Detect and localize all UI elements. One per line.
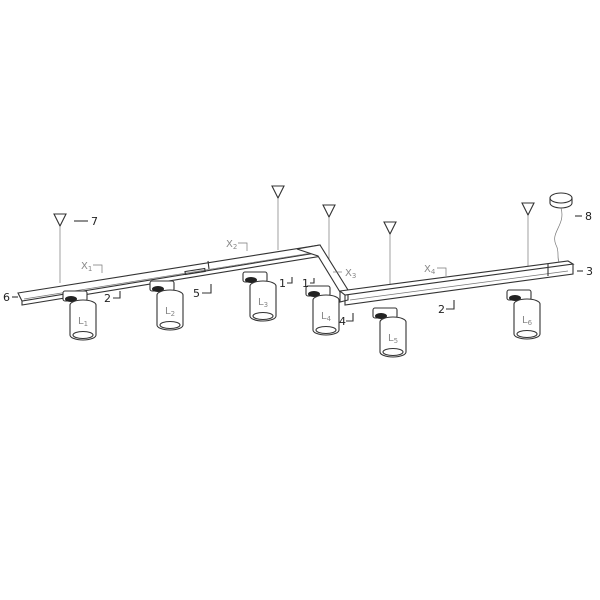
lamp-body: [249, 280, 277, 322]
adapter-knob: [65, 296, 77, 302]
callout-2-left: 2: [104, 292, 111, 305]
lamp-opening: [159, 320, 181, 330]
callout-1-left: 1: [279, 277, 286, 290]
callout-leaders: [12, 215, 583, 322]
lamp-body: [513, 298, 541, 340]
pendant-cable-2: [271, 185, 285, 250]
lamp-label: L3: [258, 297, 268, 309]
lamp-opening: [315, 325, 337, 335]
dimension-x1: X1: [81, 261, 92, 273]
lamp-2: L2: [149, 280, 184, 331]
lamp-label: L2: [165, 306, 175, 318]
adapter-knob: [509, 295, 521, 301]
lamp-5: L5: [372, 307, 407, 358]
lamp-1: L1: [62, 290, 97, 341]
callout-1-right: 1: [302, 277, 309, 290]
track-rail-right: [338, 260, 575, 306]
callout-5: 5: [193, 287, 200, 300]
lamp-opening: [252, 311, 274, 321]
lamp-opening: [382, 347, 404, 357]
callout-3: 3: [586, 265, 593, 278]
pendant-cable-1: [53, 213, 67, 283]
callout-2-right: 2: [438, 303, 445, 316]
lamp-body: [379, 316, 407, 358]
callout-7: 7: [91, 215, 98, 228]
lamp-opening: [516, 329, 538, 339]
adapter-knob: [245, 277, 257, 283]
lamp-body: [312, 294, 340, 336]
callout-6: 6: [3, 291, 10, 304]
pendant-cable-4: [383, 221, 397, 289]
lamp-label: L6: [522, 315, 533, 327]
callout-8: 8: [585, 210, 592, 223]
lamp-body: [156, 289, 184, 331]
lamp-3: L3: [242, 271, 277, 322]
dimension-x4: X4: [424, 264, 436, 276]
lamp-label: L1: [78, 316, 88, 328]
dimension-marks: [93, 242, 447, 276]
lamp-6: L6: [506, 289, 541, 340]
lamp-opening: [72, 330, 94, 340]
adapter-knob: [152, 286, 164, 292]
dimension-x2: X2: [226, 239, 237, 251]
callout-4: 4: [339, 315, 346, 328]
adapter-knob: [308, 291, 320, 297]
power-canopy: [549, 192, 573, 265]
suspension-cables: [53, 185, 573, 289]
dimension-x3: X3: [345, 268, 356, 280]
adapter-knob: [375, 313, 387, 319]
pendant-cable-5: [521, 202, 535, 266]
lamp-4: L4: [305, 285, 340, 336]
lamp-label: L5: [388, 333, 398, 345]
lamp-label: L4: [321, 311, 332, 323]
lamp-body: [69, 299, 97, 341]
